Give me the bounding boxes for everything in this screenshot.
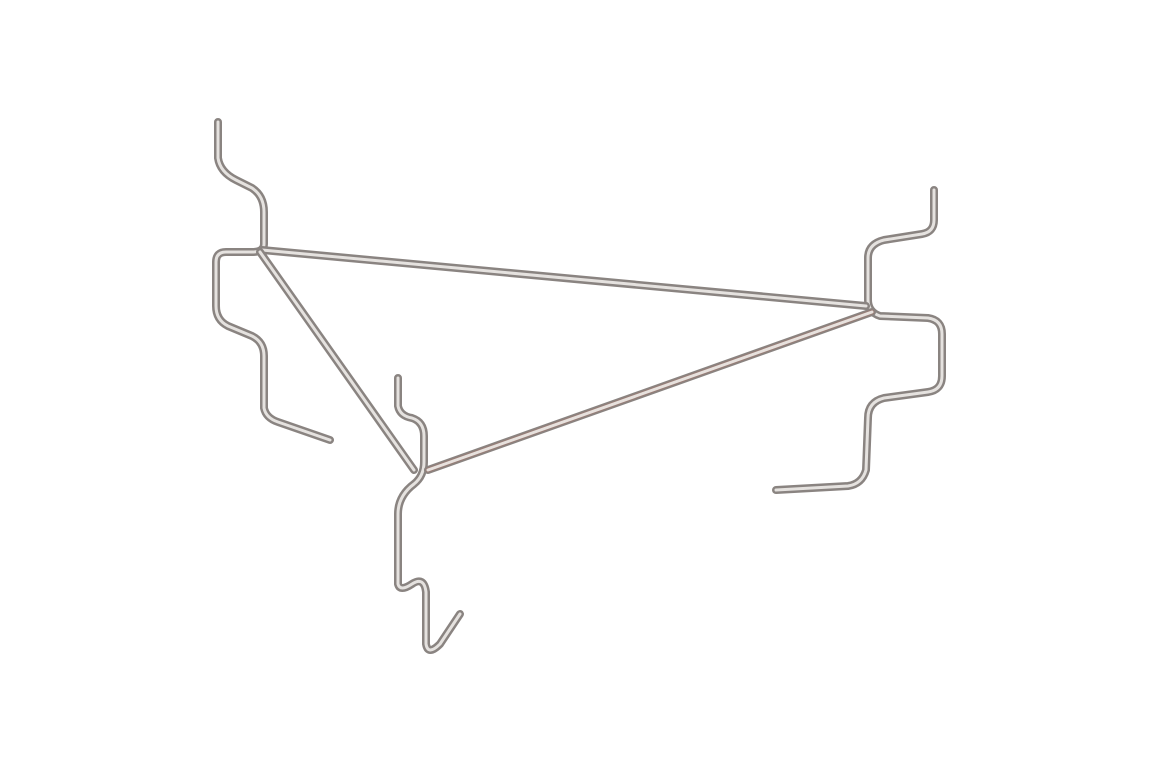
top-rod (258, 246, 870, 310)
long-rod (424, 308, 876, 474)
left-hook (212, 118, 334, 444)
middle-hook (394, 374, 464, 654)
right-hook (772, 186, 946, 494)
diagonal-rod (256, 248, 418, 474)
